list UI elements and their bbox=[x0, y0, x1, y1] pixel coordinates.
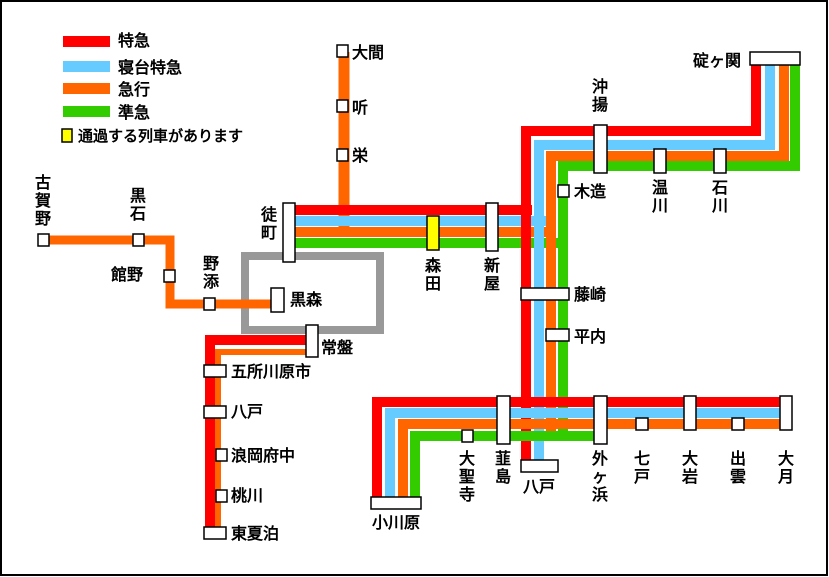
station-box-tateno[interactable] bbox=[163, 269, 176, 283]
station-box-tokiwa[interactable] bbox=[305, 324, 319, 358]
station-label-shichinohe: 七戸 bbox=[634, 449, 650, 486]
station-label-hachinohe-west: 八戸 bbox=[230, 402, 263, 421]
station-label-kogano: 古賀野 bbox=[34, 173, 51, 228]
station-label-izumo: 出雲 bbox=[730, 449, 746, 486]
line-sleeper-limited-express-northeast bbox=[534, 58, 775, 468]
legend-swatch-limited-express bbox=[63, 36, 110, 47]
station-box-otsuki[interactable] bbox=[779, 395, 793, 431]
station-box-kiki[interactable] bbox=[336, 99, 349, 113]
legend-swatch-semi-express bbox=[63, 106, 110, 117]
station-box-hirauchi[interactable] bbox=[545, 328, 570, 342]
legend-label-limited-express: 特急 bbox=[118, 31, 150, 50]
station-label-ishikawa: 石川 bbox=[711, 178, 728, 215]
station-label-oma: 大間 bbox=[352, 43, 384, 62]
station-label-tateno: 館野 bbox=[111, 265, 143, 284]
station-box-kogano[interactable] bbox=[37, 233, 50, 247]
station-label-kiki: 听 bbox=[352, 98, 368, 117]
station-label-okiage: 沖揚 bbox=[592, 77, 608, 114]
legend-pass-marker bbox=[61, 128, 73, 143]
legend-swatch-sleeper-limited-express bbox=[63, 61, 110, 72]
station-label-onsenkawa: 温川 bbox=[651, 178, 668, 215]
station-box-shichinohe[interactable] bbox=[635, 417, 649, 431]
station-label-kizukuri: 木造 bbox=[573, 182, 607, 201]
line-limited-express-southeast bbox=[372, 397, 784, 500]
line-sleeper-limited-express-southeast bbox=[385, 408, 784, 500]
station-label-sotogahama: 外ヶ浜 bbox=[591, 449, 608, 504]
station-label-shinya: 新屋 bbox=[484, 256, 500, 293]
station-box-ogawara[interactable] bbox=[370, 496, 422, 510]
station-label-hirauchi: 平内 bbox=[574, 327, 606, 346]
station-label-momokawa: 桃川 bbox=[231, 486, 263, 505]
station-box-kuromori[interactable] bbox=[270, 287, 285, 313]
station-box-namioka[interactable] bbox=[215, 448, 228, 462]
legend-label-semi-express: 準急 bbox=[118, 103, 150, 122]
station-label-morita: 森田 bbox=[425, 256, 442, 293]
station-label-ohijiri: 大聖寺 bbox=[459, 449, 475, 504]
line-semi-express-southeast bbox=[410, 431, 600, 500]
station-box-momokawa[interactable] bbox=[215, 489, 228, 503]
station-labels-vertical: 古賀野 黒石 野添 徒町 森田 新屋 沖揚 温川 石川 大聖寺 韮島 外ヶ浜 七… bbox=[34, 77, 794, 504]
line-semi-express-northeast bbox=[558, 58, 800, 436]
station-box-okiage[interactable] bbox=[593, 124, 608, 174]
station-label-otsuki: 大月 bbox=[777, 449, 794, 486]
station-label-kuromori: 黒森 bbox=[290, 290, 323, 309]
station-label-nozoe: 野添 bbox=[203, 254, 220, 291]
station-box-sakae[interactable] bbox=[336, 148, 349, 162]
station-label-sakae: 栄 bbox=[351, 146, 369, 165]
station-box-kizukuri[interactable] bbox=[557, 184, 570, 198]
station-box-oma[interactable] bbox=[336, 44, 349, 58]
station-label-tokumachi: 徒町 bbox=[260, 205, 278, 242]
line-express-south bbox=[215, 349, 312, 532]
station-box-onsenkawa[interactable] bbox=[653, 148, 667, 174]
station-label-namioka: 浪岡府中 bbox=[231, 446, 295, 465]
legend-pass-note: 通過する列車があります bbox=[78, 127, 243, 145]
station-label-fujisaki: 藤崎 bbox=[574, 285, 606, 304]
station-label-kuroishi: 黒石 bbox=[129, 186, 146, 223]
station-label-tokiwa: 常盤 bbox=[321, 338, 354, 357]
station-boxes bbox=[37, 44, 801, 540]
station-box-tokumachi[interactable] bbox=[282, 202, 296, 263]
station-box-hachinohe[interactable] bbox=[520, 459, 559, 473]
station-labels: 館野 黒森 常盤 五所川原市 八戸 浪岡府中 桃川 東夏泊 大間 听 栄 木造 … bbox=[111, 43, 741, 543]
legend-label-sleeper-limited-express: 寝台特急 bbox=[118, 58, 182, 77]
station-box-ikarigaseki[interactable] bbox=[749, 51, 801, 66]
legend-label-express: 急行 bbox=[118, 80, 150, 99]
station-box-sotogahama[interactable] bbox=[593, 395, 608, 445]
station-box-higashinatsudomari[interactable] bbox=[203, 526, 227, 540]
station-label-ikarigaseki: 碇ヶ関 bbox=[693, 51, 741, 70]
line-express-northeast bbox=[546, 58, 789, 440]
station-box-ishikawa[interactable] bbox=[713, 148, 727, 174]
station-box-ohijiri[interactable] bbox=[461, 429, 474, 443]
station-box-morita[interactable] bbox=[426, 215, 440, 251]
station-label-goshokawara: 五所川原市 bbox=[231, 362, 311, 381]
station-box-kuroishi[interactable] bbox=[132, 233, 145, 247]
station-label-higashinatsudomari: 東夏泊 bbox=[231, 524, 279, 543]
station-box-izumo[interactable] bbox=[731, 417, 745, 431]
station-label-oiwa: 大岩 bbox=[681, 449, 698, 486]
station-box-goshokawara[interactable] bbox=[203, 364, 227, 378]
line-limited-express-south bbox=[205, 335, 312, 532]
line-express-southeast bbox=[398, 419, 784, 500]
legend-swatch-express bbox=[63, 83, 110, 94]
station-box-nozoe[interactable] bbox=[203, 297, 216, 311]
station-label-hachinohe: 八戸 bbox=[522, 477, 555, 496]
station-label-nirajima: 韮島 bbox=[495, 449, 511, 486]
station-label-ogawara: 小川原 bbox=[372, 513, 420, 532]
station-box-hachinohe-west[interactable] bbox=[203, 405, 227, 419]
station-box-shinya[interactable] bbox=[485, 202, 499, 252]
legend: 特急 寝台特急 急行 準急 通過する列車があります bbox=[61, 31, 243, 145]
station-box-oiwa[interactable] bbox=[683, 395, 697, 431]
station-box-nirajima[interactable] bbox=[496, 395, 511, 445]
station-box-fujisaki[interactable] bbox=[520, 287, 570, 301]
